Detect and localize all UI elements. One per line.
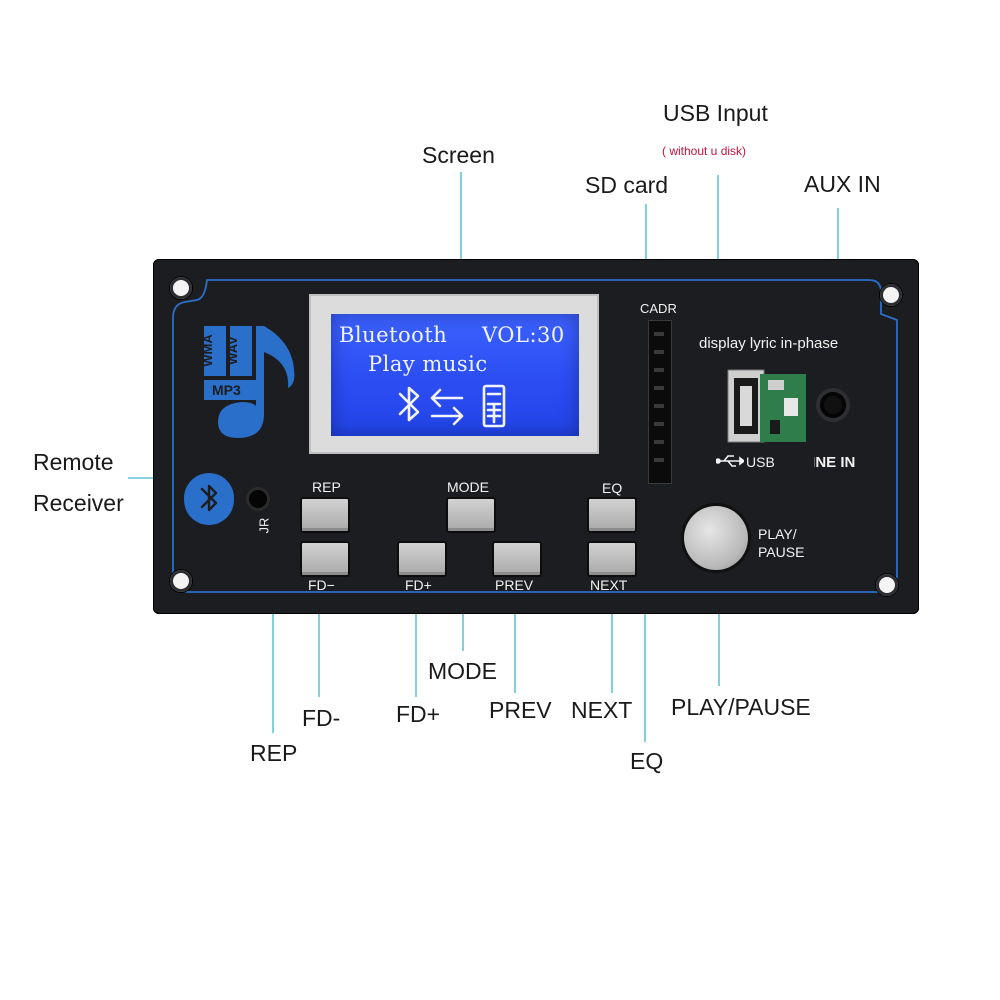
aux-in-jack[interactable] (820, 392, 846, 418)
callout-usb-input: USB Input (663, 100, 768, 126)
callout-prev: PREV (489, 697, 552, 723)
mount-hole-top-right (880, 284, 902, 306)
callout-aux-in: AUX IN (804, 171, 881, 197)
mount-hole-top-left (170, 277, 192, 299)
bluetooth-badge (184, 473, 234, 525)
prev-button[interactable] (492, 541, 542, 577)
eq-button[interactable] (587, 497, 637, 533)
sd-slot-label: CADR (640, 301, 677, 316)
callout-mode: MODE (428, 658, 497, 684)
lcd-bluetooth-text: Bluetooth (339, 323, 448, 347)
callout-fd-plus: FD+ (396, 701, 441, 727)
line-in-label: LINE IN (802, 454, 856, 471)
lcd-status-text: Play music (368, 352, 488, 376)
fd-plus-button[interactable] (397, 541, 447, 577)
ir-mark: JR (256, 517, 272, 534)
callout-fd-minus: FD- (302, 705, 341, 731)
rep-button[interactable] (300, 497, 350, 533)
callout-sd-card: SD card (585, 172, 669, 198)
next-button[interactable] (587, 541, 637, 577)
sd-slot-contacts (654, 332, 664, 462)
eq-button-label: EQ (602, 480, 623, 496)
fd-minus-button[interactable] (300, 541, 350, 577)
mp3-block: MP3 (204, 380, 256, 400)
mount-hole-bottom-left (170, 570, 192, 592)
fd-plus-button-label: FD+ (405, 577, 432, 593)
play-pause-label-line1: PLAY/ (758, 526, 797, 542)
music-note-icon (218, 326, 295, 438)
rep-button-label: REP (312, 479, 341, 495)
mount-hole-bottom-right (876, 574, 898, 596)
callout-rep: REP (250, 740, 298, 766)
prev-button-label: PREV (495, 577, 534, 593)
play-pause-label-line2: PAUSE (758, 544, 805, 560)
remote-receiver-sensor (249, 490, 267, 508)
usb-port[interactable] (726, 368, 808, 444)
mp3-label: MP3 (212, 382, 241, 398)
wav-block: WAV (225, 326, 252, 376)
callout-eq: EQ (630, 748, 664, 774)
callout-usb-input-note: ( without u disk) (662, 144, 747, 158)
callout-next: NEXT (571, 697, 633, 723)
callout-play-pause: PLAY/PAUSE (671, 694, 811, 720)
next-button-label: NEXT (590, 577, 628, 593)
format-logo: WMA WAV MP3 (200, 324, 260, 404)
callout-receiver: Receiver (33, 490, 124, 516)
mode-button[interactable] (446, 497, 496, 533)
mode-button-label: MODE (447, 479, 489, 495)
lyric-label: display lyric in-phase (699, 335, 839, 352)
sd-card-slot[interactable] (648, 320, 672, 484)
lcd-volume-text: VOL:30 (482, 323, 565, 347)
fd-minus-button-label: FD− (308, 577, 335, 593)
bluetooth-icon (200, 484, 218, 512)
line-in-label-cover (800, 450, 814, 474)
play-pause-button[interactable] (684, 506, 748, 570)
usb-icon (716, 455, 744, 467)
usb-label: USB (746, 454, 775, 470)
callout-screen: Screen (422, 142, 495, 168)
callout-remote: Remote (33, 449, 114, 475)
wma-block: WMA (200, 326, 226, 376)
lcd-bluetooth-transfer-icon (398, 384, 506, 428)
